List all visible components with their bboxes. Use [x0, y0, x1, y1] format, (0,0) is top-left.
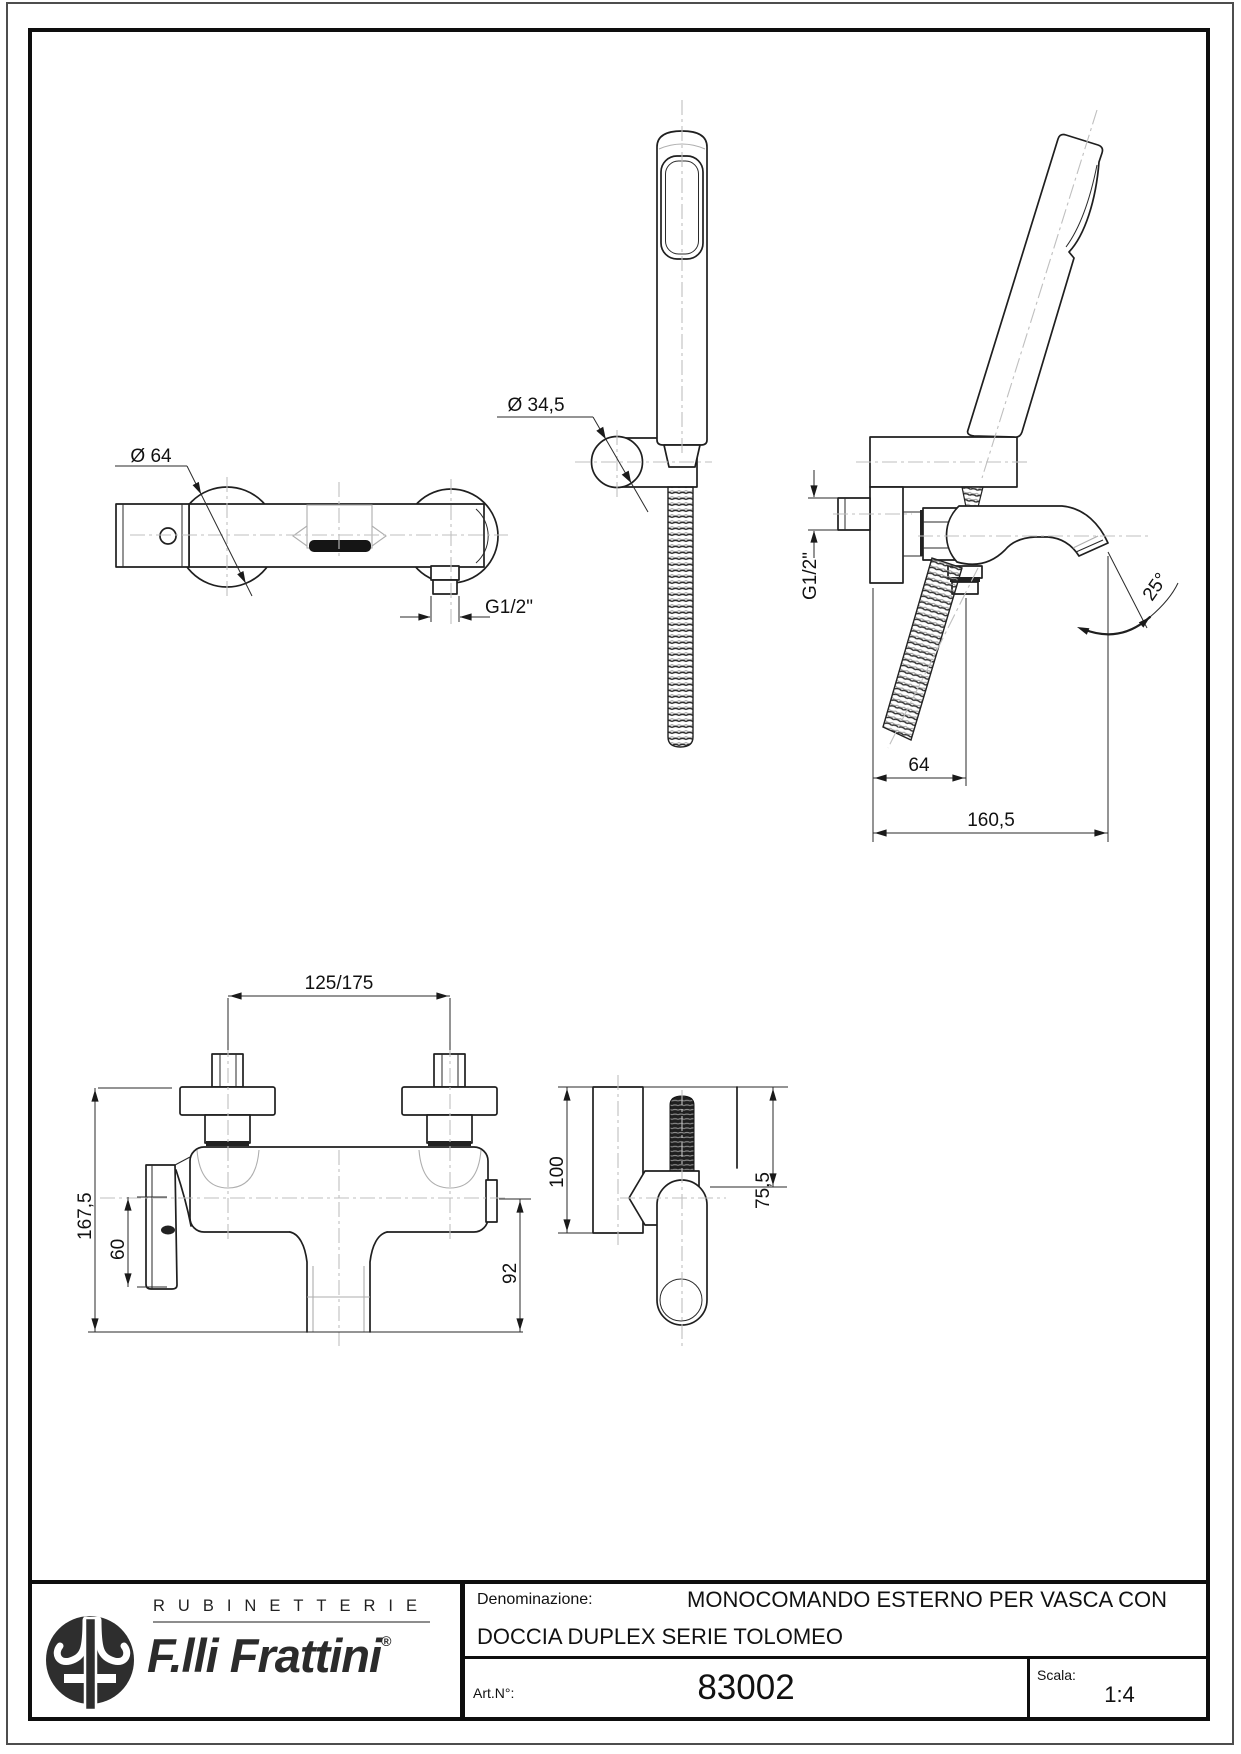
art-number-label: Art.N°: — [473, 1685, 515, 1701]
dim-64-label: 64 — [908, 755, 930, 776]
dim-167-5: 167,5 — [75, 1087, 523, 1333]
handle-dot — [159, 527, 177, 545]
dim-125-175: 125/175 — [227, 973, 451, 1050]
hose-dark — [669, 1095, 695, 1172]
dim-64: 64 — [872, 588, 967, 842]
flex-hose — [667, 486, 694, 748]
art-number-value: 83002 — [697, 1668, 795, 1707]
centerlines-b — [575, 100, 712, 498]
handle-screw — [161, 1225, 175, 1235]
view-side-bottom: 100 75,5 — [547, 1075, 788, 1348]
dim-g12-outlet: G1/2" — [400, 596, 533, 622]
dim-167-5-label: 167,5 — [75, 1192, 96, 1240]
brand-frattini: F.lli Frattini® — [147, 1628, 391, 1683]
dim-g12-wall-label: G1/2" — [800, 552, 821, 600]
dim-92-label: 92 — [500, 1263, 521, 1284]
centerlines-e — [617, 1075, 726, 1348]
dim-125-175-label: 125/175 — [305, 973, 374, 994]
centerlines-c — [833, 109, 1152, 749]
bottom-outlet — [430, 565, 460, 595]
dim-75-5: 75,5 — [710, 1087, 787, 1209]
dim-g12-outlet-label: G1/2" — [485, 597, 533, 618]
brand-frattini-text: F.lli Frattini — [147, 1629, 382, 1682]
dim-60-label: 60 — [108, 1239, 129, 1260]
denominazione-label: Denominazione: — [477, 1591, 593, 1608]
frattini-logo-icon — [46, 1616, 134, 1712]
dim-60: 60 — [108, 1196, 167, 1288]
dim-dia345-label: Ø 34,5 — [507, 395, 564, 416]
denominazione-line2: DOCCIA DUPLEX SERIE TOLOMEO — [477, 1624, 843, 1649]
view-handshower: Ø 34,5 — [497, 100, 712, 748]
dim-25deg: 25° — [1077, 551, 1179, 636]
body-spout-side — [945, 505, 1109, 566]
centerlines-a — [130, 477, 508, 624]
scala-label: Scala: — [1037, 1667, 1076, 1683]
view-side-top: G1/2" 64 160,5 — [800, 109, 1179, 842]
wall-plate-side — [869, 486, 904, 584]
dim-160-5: 160,5 — [873, 556, 1109, 842]
centerlines-d — [100, 1042, 505, 1346]
registered-mark: ® — [381, 1633, 392, 1649]
dim-dia64: Ø 64 — [115, 446, 253, 597]
sheet-inner-border — [28, 28, 1210, 1721]
flex-hose-side — [882, 557, 963, 741]
hose-upper-stub — [961, 486, 984, 508]
dim-92: 92 — [499, 1198, 531, 1332]
dim-160-5-label: 160,5 — [967, 810, 1015, 831]
dim-100-label: 100 — [547, 1156, 568, 1188]
diverter-slot — [309, 540, 371, 552]
dim-dia64-label: Ø 64 — [130, 446, 172, 467]
sheet-outer-border — [6, 2, 1234, 1745]
handshower-side — [966, 133, 1104, 438]
side-outlet — [485, 1179, 498, 1223]
brand-rubinetterie: RUBINETTERIE — [153, 1597, 431, 1623]
titleblock-divider-row — [465, 1656, 1210, 1659]
seal-line — [920, 510, 923, 556]
handle-end — [115, 503, 190, 568]
scala-value: 1:4 — [1104, 1682, 1135, 1707]
titleblock-divider-logo — [460, 1580, 465, 1721]
dim-dia345: Ø 34,5 — [497, 395, 649, 513]
denominazione-line1: MONOCOMANDO ESTERNO PER VASCA CON — [687, 1587, 1167, 1612]
dim-100: 100 — [547, 1086, 593, 1234]
dim-g12-wall: G1/2" — [800, 470, 838, 600]
view-front-bottom: 125/175 167,5 60 — [75, 973, 531, 1346]
view-front-top: Ø 64 G1/2" — [115, 446, 533, 624]
handle-front — [145, 1156, 192, 1290]
spout-front — [289, 1226, 388, 1333]
titleblock-divider-scala — [1027, 1656, 1030, 1721]
titleblock-top-line — [28, 1580, 1210, 1584]
dim-75-5-label: 75,5 — [753, 1172, 774, 1209]
aerator-arc — [475, 508, 489, 564]
